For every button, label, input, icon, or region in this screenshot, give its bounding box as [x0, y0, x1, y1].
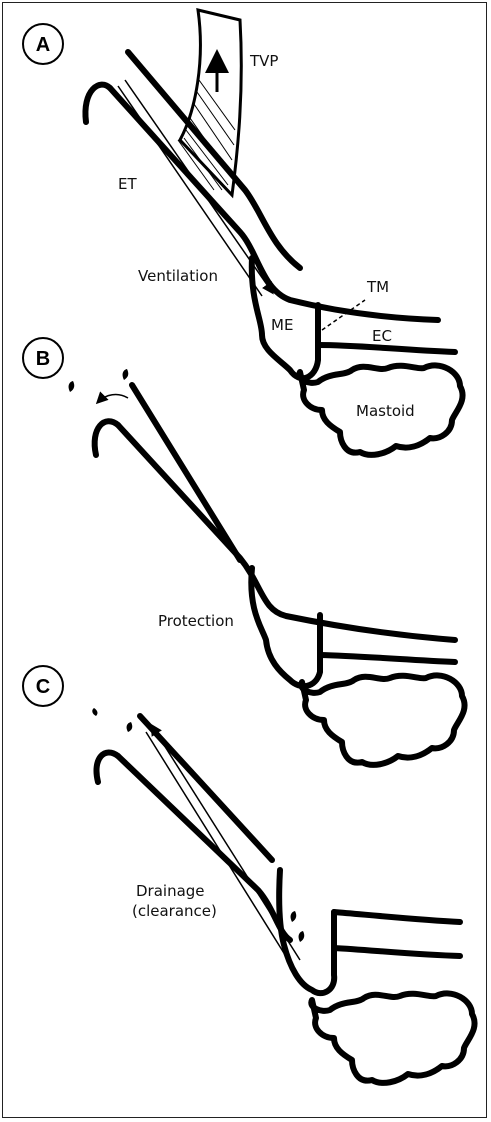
droplet-c2	[127, 722, 133, 732]
mastoid-label: Mastoid	[356, 402, 415, 420]
middle-ear-c	[279, 870, 334, 993]
tvp-muscle	[180, 10, 241, 195]
droplet-b1	[69, 381, 75, 392]
et-medial-wall-b	[132, 385, 240, 560]
drainage-label-line2: (clearance)	[132, 902, 217, 920]
ec-label: EC	[372, 327, 392, 345]
drainage-line	[146, 732, 292, 966]
panel-c-letter: C	[36, 676, 50, 698]
middle-ear-b	[251, 568, 320, 686]
et-upper-wall-b	[118, 425, 455, 640]
me-label: ME	[271, 316, 293, 334]
panel-a-letter: A	[36, 34, 50, 56]
et-hook-b	[95, 421, 118, 455]
tvp-label: TVP	[249, 52, 278, 70]
ec-lower-wall	[318, 345, 455, 352]
droplet-c4	[299, 931, 305, 942]
tm-label: TM	[366, 278, 389, 296]
droplet-c1	[92, 708, 97, 716]
protection-label: Protection	[158, 612, 234, 630]
droplet-c3	[291, 911, 297, 922]
ec-upper-c	[334, 912, 460, 922]
drainage-label-line1: Drainage	[136, 882, 205, 900]
et-label: ET	[118, 175, 137, 193]
panel-b-letter: B	[36, 348, 50, 370]
et-hook-c	[96, 752, 118, 782]
ec-lower-wall-b	[320, 655, 455, 662]
ec-lower-wall-c	[334, 948, 460, 956]
reflux-arrow-b	[98, 395, 128, 402]
et-hook	[85, 85, 110, 122]
droplet-b2	[123, 369, 129, 380]
mastoid-b	[301, 675, 464, 764]
drainage-arrow	[152, 726, 300, 960]
panel-c: C Drainage (clearance)	[23, 666, 475, 1083]
panel-a: A TVP ET Ventilation TM ME	[23, 10, 463, 455]
ventilation-label: Ventilation	[138, 267, 218, 285]
mastoid-c	[311, 993, 474, 1082]
